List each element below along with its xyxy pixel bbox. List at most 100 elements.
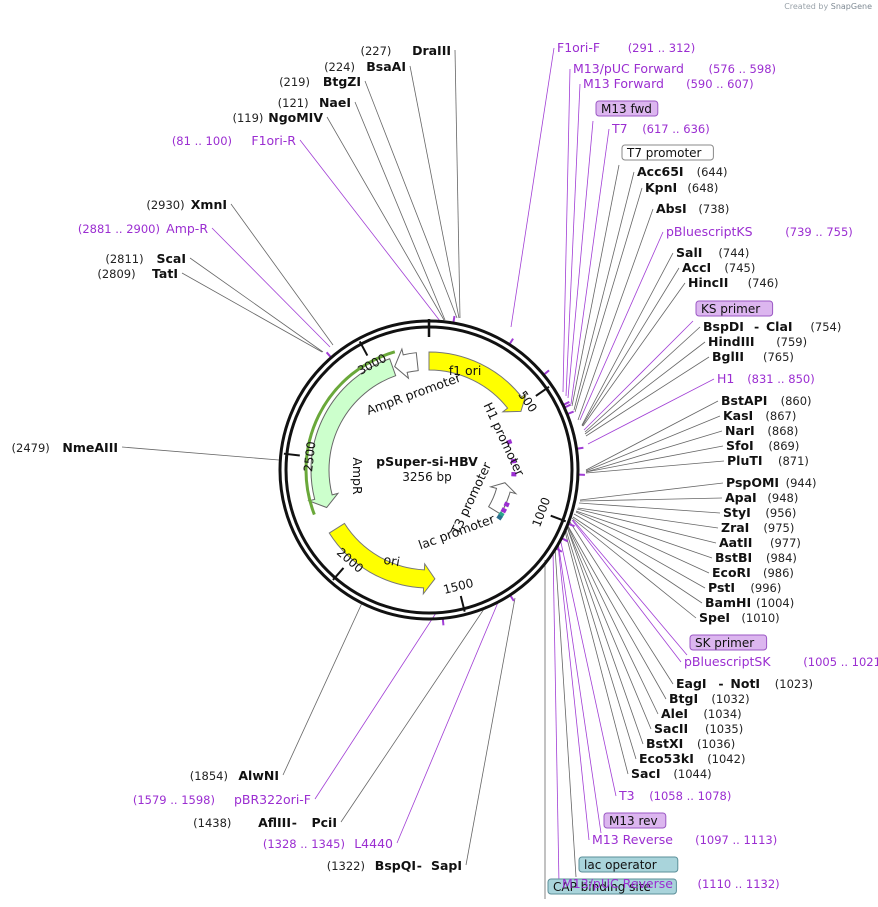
leader-line [181,272,323,353]
plasmid-name: pSuper-si-HBV [376,454,478,469]
leader-line [552,549,560,885]
bamhi-site: BamHI [705,595,751,610]
pbr322ori-f-primer: pBR322ori-F [234,792,311,807]
leader-line [582,282,686,427]
leader-line [566,526,644,745]
primer-site-mark [567,410,575,415]
leader-line [559,537,617,797]
sapi-site: SapI [431,858,462,873]
draiii-site: DraIII [412,43,451,58]
site-position: (867) [765,409,796,423]
leader-line [562,68,571,393]
t7-promoter-label: T7 promoter [626,146,702,160]
snapgene-credit: Created by SnapGene [784,2,872,11]
primer-position: (739 .. 755) [785,225,853,239]
sfoi-site: SfoI [726,438,754,453]
leader-line [571,164,620,407]
site-position: (2881 .. 2900) [78,222,160,236]
pbluescriptsk-primer: pBluescriptSK [684,654,771,669]
absi-site: AbsI [656,201,687,216]
t7-promoter-box [621,144,714,161]
eco53ki-site: Eco53kI [639,751,694,766]
plasmid-size: 3256 bp [402,470,452,484]
t7-primer: T7 [611,121,628,136]
site-position: (744) [718,246,749,260]
feature-ampr-promoter [394,347,419,380]
snapgene-logo: SnapGene [830,2,872,11]
site-position: (1042) [707,752,745,766]
lac-operator-label: lac operator [584,858,657,872]
leader-line [583,320,694,431]
site-position: (986) [763,566,794,580]
site-position: (121) [278,96,309,110]
site-position: (644) [697,165,728,179]
m13-rev-label: M13 rev [609,814,658,828]
pluti-site: PluTI [727,453,763,468]
plasmid-ring [278,319,580,621]
leader-line [121,446,280,461]
kpni-site: KpnI [645,180,677,195]
ks-primer-label: KS primer [701,302,760,316]
m13-puc-forward-primer: M13/pUC Forward [573,61,684,76]
primer-site-mark [509,338,514,345]
leader-line [564,530,629,775]
site-position: (996) [750,581,781,595]
name-separator: - [754,319,759,334]
f1ori-r-primer: F1ori-R [251,133,296,148]
btgi-site: BtgI [669,691,698,706]
leader-line [584,326,701,433]
f1ori-f-primer: F1ori-F [557,40,600,55]
site-position: (745) [724,261,755,275]
site-position: (868) [767,424,798,438]
bglii-site: BglII [712,349,744,364]
primer-site-mark [577,446,584,450]
ring-tick [358,340,369,357]
ring-tick [535,386,550,397]
leader-line [585,415,721,472]
leader-line [230,203,334,346]
site-position: (1579 .. 1598) [133,793,215,807]
feature-arrows [304,347,528,596]
apai-site: ApaI [725,490,757,505]
leader-line [577,507,719,529]
amp-r-primer: Amp-R [166,221,208,236]
leader-line [557,544,590,841]
clai-site: ClaI [766,319,793,334]
site-position: (869) [768,439,799,453]
psti-site: PstI [708,580,735,595]
leader-line [567,526,659,715]
leader-line [572,519,688,656]
site-position: (754) [810,320,841,334]
site-position: (765) [763,350,794,364]
primer-position: (831 .. 850) [747,372,815,386]
primer-site-mark [509,595,515,602]
leader-line [465,597,516,866]
leader-line [579,231,664,421]
hincii-site: HincII [688,275,728,290]
leader-line [454,49,461,319]
afliii-site: AflIII [258,815,291,830]
site-position: (1023) [775,677,813,691]
styi-site: StyI [723,505,751,520]
primer-position: (590 .. 607) [686,77,754,91]
nmeaiii-site: NmeAIII [62,440,118,455]
site-position: (1004) [756,596,794,610]
feature-mark [496,514,503,521]
tati-site: TatI [152,266,178,281]
alwni-site: AlwNI [238,768,279,783]
h1-primer: H1 [717,371,734,386]
leader-line [314,612,437,800]
naei-site: NaeI [319,95,351,110]
leader-line [282,602,363,776]
leader-line [565,83,581,397]
kasi-site: KasI [723,408,753,423]
primer-position: (1097 .. 1113) [695,833,777,847]
site-position: (1438) [193,816,231,830]
primer-site-mark [441,619,445,626]
site-position: (2809) [97,267,135,281]
feature-mark [500,507,508,514]
site-position: (2811) [105,252,143,266]
leader-line [571,517,697,619]
site-position: (984) [766,551,797,565]
